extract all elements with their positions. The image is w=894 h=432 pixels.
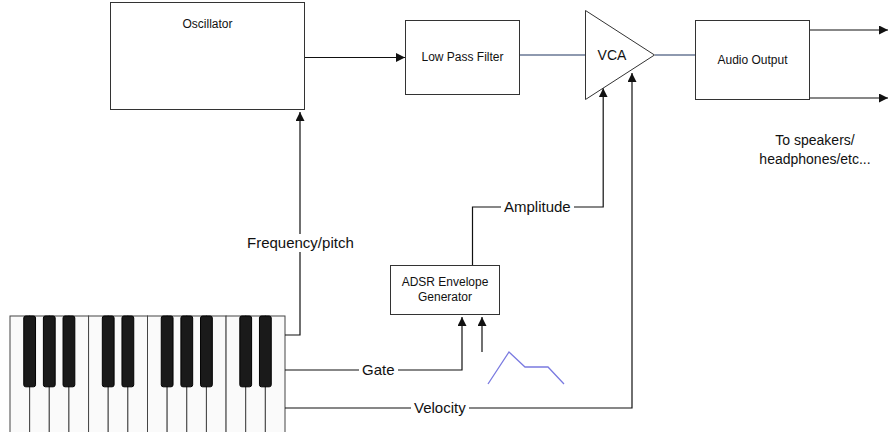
vca-triangle: VCA — [585, 10, 655, 100]
black-key — [240, 316, 252, 387]
envelope-wire — [481, 317, 482, 352]
node-text: Low Pass Filter — [421, 50, 503, 65]
keyboard — [10, 316, 285, 432]
oscillator-box: Oscillator — [110, 2, 305, 110]
black-key — [201, 316, 213, 387]
black-key — [43, 316, 55, 387]
envelope-box: ADSR Envelope Generator — [390, 265, 500, 315]
black-key — [63, 316, 75, 387]
black-key — [259, 316, 271, 387]
envelope-icon — [488, 352, 564, 384]
node-text: Audio Output — [717, 53, 787, 68]
connector — [655, 54, 695, 55]
black-key — [102, 316, 114, 387]
frequency-wire — [285, 112, 300, 335]
connector — [473, 88, 604, 265]
black-key — [122, 316, 134, 387]
node-text: VCA — [598, 48, 627, 63]
output-wire — [810, 97, 888, 98]
connector — [305, 57, 405, 58]
signal-label: Gate — [359, 361, 398, 379]
signal-label: Velocity — [411, 399, 469, 417]
black-key — [181, 316, 193, 387]
output-wire — [810, 29, 888, 30]
output-note: To speakers/ headphones/etc... — [737, 131, 893, 169]
signal-label: Frequency/pitch — [244, 234, 357, 252]
filter-box: Low Pass Filter — [405, 20, 520, 95]
connector — [520, 54, 585, 55]
black-key — [161, 316, 173, 387]
node-text: Oscillator — [182, 17, 232, 32]
output-box: Audio Output — [695, 20, 810, 100]
node-text: ADSR Envelope Generator — [397, 275, 493, 305]
edge-label: Amplitude — [501, 198, 574, 216]
black-key — [24, 316, 36, 387]
